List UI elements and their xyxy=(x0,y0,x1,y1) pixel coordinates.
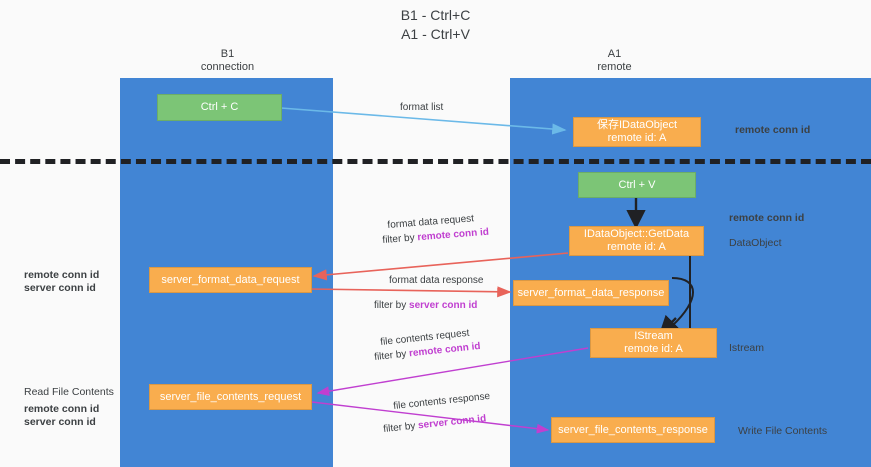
node-server-format-data-request[interactable]: server_format_data_request xyxy=(149,267,312,293)
node-idataobject-getdata-line2: remote id: A xyxy=(607,241,666,253)
node-save-idataobject-text: 保存IDataObject remote id: A xyxy=(597,119,677,145)
node-idataobject-getdata-text: IDataObject::GetData remote id: A xyxy=(584,228,689,254)
node-server-format-data-response-label: server_format_data_response xyxy=(517,286,665,299)
node-server-file-contents-response[interactable]: server_file_contents_response xyxy=(551,417,715,443)
node-server-file-contents-response-label: server_file_contents_response xyxy=(558,423,708,436)
edge-label-format-data-response-filter: filter by server conn id xyxy=(374,299,477,312)
edge-label-format-data-request-filter-prefix: filter by xyxy=(382,232,418,247)
annotation-write-file-contents: Write File Contents xyxy=(738,425,828,437)
node-ctrl-v[interactable]: Ctrl + V xyxy=(578,172,696,198)
node-save-idataobject-line1: 保存IDataObject xyxy=(596,119,678,131)
node-server-format-data-response[interactable]: server_format_data_response xyxy=(513,280,669,306)
node-istream-line2: remote id: A xyxy=(624,343,683,355)
section-divider xyxy=(0,159,871,164)
right-lane-header-line2: remote xyxy=(597,61,632,73)
annotation-left-server-conn-id-bottom: server conn id xyxy=(24,416,96,428)
diagram-title-line1: B1 - Ctrl+C xyxy=(400,7,471,23)
arrow-format-list xyxy=(280,107,567,135)
node-save-idataobject[interactable]: 保存IDataObject remote id: A xyxy=(573,117,701,147)
node-idataobject-getdata-line1: IDataObject::GetData xyxy=(583,228,690,240)
edge-label-file-contents-response-filter-prefix: filter by xyxy=(382,420,419,436)
arrow-response-to-istream-curve xyxy=(671,277,694,327)
edge-label-format-data-response: format data response xyxy=(389,275,484,286)
arrow-file-contents-request xyxy=(316,347,589,396)
node-idataobject-getdata[interactable]: IDataObject::GetData remote id: A xyxy=(569,226,704,256)
node-ctrl-v-label: Ctrl + V xyxy=(618,178,656,191)
annotation-left-remote-conn-id-bottom: remote conn id xyxy=(24,403,100,415)
arrow-file-contents-response xyxy=(311,401,550,434)
node-istream[interactable]: IStream remote id: A xyxy=(590,328,717,358)
annotation-istream: Istream xyxy=(729,342,765,354)
right-lane-header-line1: A1 xyxy=(607,48,622,60)
node-server-file-contents-request[interactable]: server_file_contents_request xyxy=(149,384,312,410)
edge-label-format-data-response-filter-key: server conn id xyxy=(409,300,478,311)
node-server-format-data-request-label: server_format_data_request xyxy=(161,273,300,286)
node-istream-line1: IStream xyxy=(634,330,673,342)
edge-label-format-list: format list xyxy=(400,102,444,113)
left-lane-header: B1 connection xyxy=(125,48,330,74)
annotation-remote-conn-id-top: remote conn id xyxy=(735,124,811,136)
arrow-format-data-request xyxy=(312,252,569,281)
annotation-left-remote-conn-id-mid: remote conn id xyxy=(24,269,100,281)
diagram-title-line2: A1 - Ctrl+V xyxy=(401,26,470,42)
node-istream-text: IStream remote id: A xyxy=(624,330,683,356)
node-ctrl-c-label: Ctrl + C xyxy=(200,101,239,113)
node-server-file-contents-request-label: server_file_contents_request xyxy=(159,390,302,403)
diagram-title: B1 - Ctrl+C A1 - Ctrl+V xyxy=(0,6,871,44)
annotation-left-server-conn-id-mid: server conn id xyxy=(24,282,96,294)
right-lane-header: A1 remote xyxy=(512,48,717,74)
annotation-read-file-contents: Read File Contents xyxy=(24,386,114,398)
left-lane-header-line2: connection xyxy=(200,61,255,73)
arrow-format-data-response xyxy=(309,286,512,298)
annotation-remote-conn-id-mid: remote conn id xyxy=(729,212,805,224)
edge-label-format-data-response-filter-prefix: filter by xyxy=(374,300,410,311)
edge-label-file-contents-request-filter-prefix: filter by xyxy=(373,348,410,364)
node-ctrl-c[interactable]: Ctrl + C xyxy=(157,94,282,121)
annotation-dataobject: DataObject xyxy=(729,237,782,249)
node-save-idataobject-line2: remote id: A xyxy=(607,132,667,144)
left-lane-header-line1: B1 xyxy=(220,48,235,60)
